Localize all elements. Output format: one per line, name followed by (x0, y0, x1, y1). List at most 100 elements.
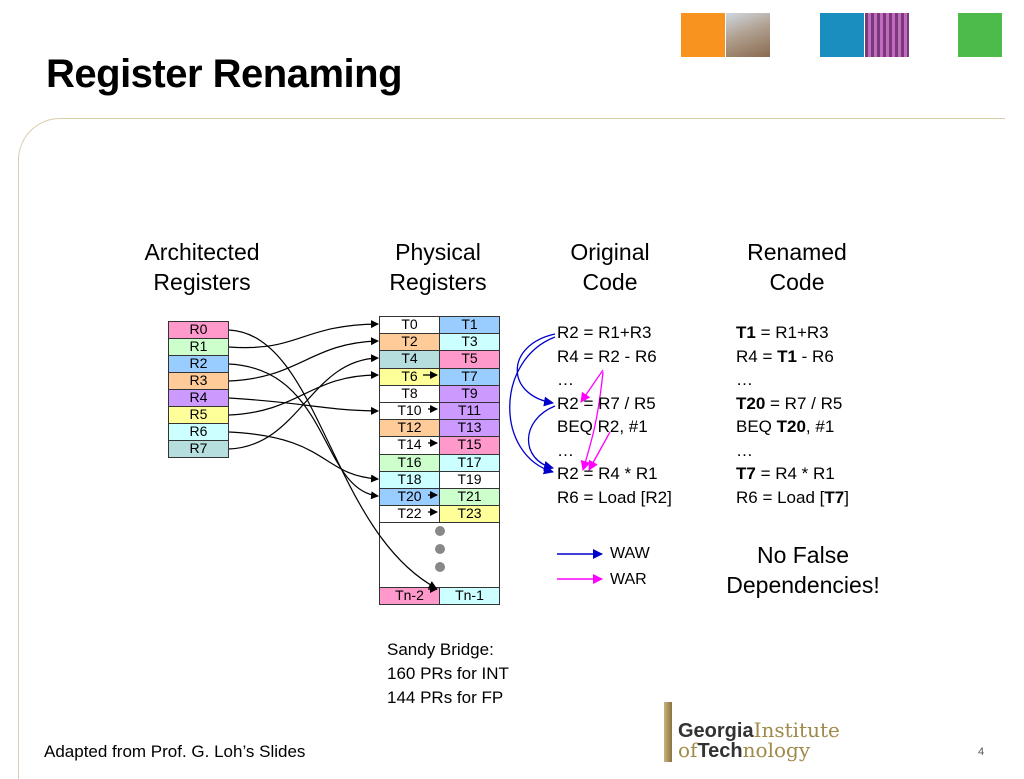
waw-arrow (516, 333, 556, 407)
waw-arrow (527, 405, 556, 471)
logo-column-icon (664, 702, 672, 762)
ellipsis-dot (435, 544, 445, 554)
mapping-arrow-r4 (228, 397, 379, 415)
note-line: Sandy Bridge: (387, 640, 494, 659)
phys-register-t1: T1 (439, 316, 500, 335)
waw-arrow (509, 336, 556, 475)
renamed-register-token: T1 (736, 323, 756, 342)
note-line: 160 PRs for INT (387, 664, 509, 683)
mapping-arrow-r0 (228, 329, 437, 589)
architected-registers-header: Architected Registers (122, 237, 282, 297)
header-line: Renamed (747, 239, 847, 265)
slide-footer: Adapted from Prof. G. Loh’s Slides (44, 742, 306, 761)
deco-square-blue (820, 13, 864, 57)
war-arrow (588, 431, 611, 471)
renamed-register-token: T20 (736, 393, 766, 413)
deco-photo-chip (865, 13, 909, 57)
original-code-block: R2 = R1+R3 R4 = R2 - R6 … R2 = R7 / R5 BEQ R… (557, 321, 672, 509)
note-line: Dependencies! (726, 572, 880, 598)
renamed-register-token: T7 (736, 464, 756, 483)
logo-text: nology (742, 738, 811, 762)
mapping-arrow-r6 (228, 431, 379, 483)
mapping-arrow-r5 (228, 371, 379, 416)
code-text: … (736, 370, 753, 389)
logo-text: Georgia (678, 720, 754, 742)
code-text: , #1 (805, 417, 835, 436)
deco-square-orange (681, 13, 725, 57)
legend-waw-label: WAW (610, 545, 650, 562)
slide-title: Register Renaming (46, 52, 403, 96)
war-arrow (580, 371, 604, 471)
phys-register-t0: T0 (379, 316, 440, 335)
renamed-code-line: R4 = T1 - R6 (736, 345, 849, 369)
code-text: BEQ (736, 417, 777, 436)
header-line: Physical (395, 239, 481, 265)
renamed-code-line: … (736, 368, 849, 392)
phys-register-t22: T22 (379, 505, 440, 524)
phys-register-t19: T19 (439, 470, 500, 489)
renamed-code-line: … (736, 439, 849, 463)
physical-registers-header: Physical Registers (358, 237, 518, 297)
arch-register-r1: R1 (168, 338, 229, 356)
renamed-code-line: T7 = R4 * R1 (736, 462, 849, 486)
logo-text: Institute (753, 718, 840, 742)
ellipsis-dot (435, 562, 445, 572)
header-line: Code (582, 269, 638, 295)
original-code-line: R6 = Load [R2] (557, 487, 672, 507)
header-line: Registers (389, 269, 487, 295)
header-line: Code (769, 269, 825, 295)
renamed-code-header: Renamed Code (727, 237, 867, 297)
mapping-arrow-r7 (228, 354, 379, 450)
phys-register-tn-2: Tn-2 (379, 587, 440, 606)
logo-text: of (678, 738, 698, 762)
logo-text: Tech (697, 740, 743, 762)
original-code-line: R2 = R4 * R1 (557, 464, 658, 483)
phys-register-tn-1: Tn-1 (439, 587, 500, 606)
sandy-bridge-note: Sandy Bridge: 160 PRs for INT 144 PRs fo… (387, 638, 509, 710)
renamed-code-line: T1 = R1+R3 (736, 321, 849, 345)
deco-square-green (958, 13, 1002, 57)
war-arrow (580, 369, 604, 403)
logo-line2: ofTechnology (678, 738, 810, 763)
code-text: … (736, 440, 753, 460)
deco-photo-campus (726, 13, 770, 57)
renamed-register-token: T7 (824, 487, 845, 507)
phys-register-t9: T9 (439, 384, 500, 403)
original-code-line: R2 = R1+R3 (557, 323, 652, 342)
note-line: 144 PRs for FP (387, 688, 504, 707)
original-code-line: … (557, 440, 574, 460)
header-line: Registers (153, 269, 251, 295)
code-text: = R1+R3 (755, 323, 829, 342)
code-text: ] (844, 487, 849, 507)
code-text: = R4 * R1 (755, 464, 835, 483)
phys-register-t3: T3 (439, 333, 500, 352)
original-code-line: BEQ R2, #1 (557, 417, 648, 436)
renamed-code-line: BEQ T20, #1 (736, 415, 849, 439)
original-code-line: R4 = R2 - R6 (557, 346, 657, 366)
georgia-tech-logo: GeorgiaInstitute ofTechnology (664, 700, 874, 762)
logo-line1: GeorgiaInstitute (678, 718, 840, 743)
ellipsis-dot (435, 526, 445, 536)
code-text: R6 = Load [ (736, 487, 825, 507)
renamed-code-line: R6 = Load [T7] (736, 486, 849, 510)
arch-register-r7: R7 (168, 440, 229, 458)
phys-register-t18: T18 (379, 470, 440, 489)
original-code-line: … (557, 370, 574, 389)
renamed-register-token: T1 (777, 346, 797, 366)
original-code-header: Original Code (540, 237, 680, 297)
original-code-line: R2 = R7 / R5 (557, 393, 656, 413)
note-line: No False (756, 542, 850, 568)
mapping-arrow-r2 (228, 363, 379, 500)
arch-register-r2: R2 (168, 355, 229, 373)
mapping-arrow-r1 (228, 320, 379, 349)
phys-register-t16: T16 (379, 453, 440, 472)
phys-register-t17: T17 (439, 453, 500, 472)
arch-register-r3: R3 (168, 372, 229, 390)
renamed-code-line: T20 = R7 / R5 (736, 392, 849, 416)
renamed-register-token: T20 (776, 417, 806, 436)
no-false-dependencies-note: No False Dependencies! (705, 540, 901, 600)
mapping-arrow-r3 (228, 337, 379, 382)
code-text: - R6 (796, 346, 834, 366)
